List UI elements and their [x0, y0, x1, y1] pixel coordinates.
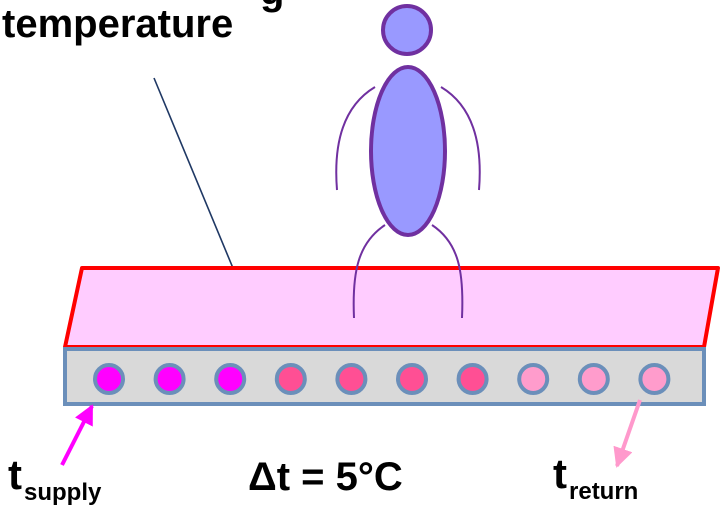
person-right-arm [440, 86, 481, 191]
pipe-8 [517, 363, 550, 395]
floor-surface [63, 266, 720, 349]
supply-arrow [60, 404, 94, 466]
pipe-9 [577, 363, 610, 395]
person-left-leg [352, 224, 386, 319]
pipe-6 [396, 363, 428, 395]
return-temperature-label: treturn [553, 450, 638, 505]
person-right-leg [431, 224, 464, 319]
pipe-3 [214, 363, 247, 395]
pipe-7 [456, 363, 489, 395]
pipe-4 [274, 363, 307, 395]
supply-subscript: supply [24, 479, 102, 506]
person-body [369, 65, 447, 237]
pointer-arrow [153, 77, 242, 287]
return-subscript: return [569, 478, 638, 505]
pipe-1 [93, 363, 125, 395]
pipe-2 [153, 363, 186, 395]
return-arrow [613, 399, 642, 468]
supply-temperature-label: tsupply [8, 451, 102, 506]
return-main: t [553, 450, 567, 497]
pipe-5 [335, 363, 368, 395]
person-head [381, 4, 433, 56]
heating-pipes [93, 363, 671, 395]
title-partial-text: g [260, 0, 284, 13]
temperature-label: temperature [2, 2, 233, 46]
supply-main: t [8, 451, 22, 498]
person-left-arm [335, 86, 376, 191]
delta-t-label: Δt = 5°C [248, 455, 403, 499]
pipe-10 [638, 363, 671, 395]
